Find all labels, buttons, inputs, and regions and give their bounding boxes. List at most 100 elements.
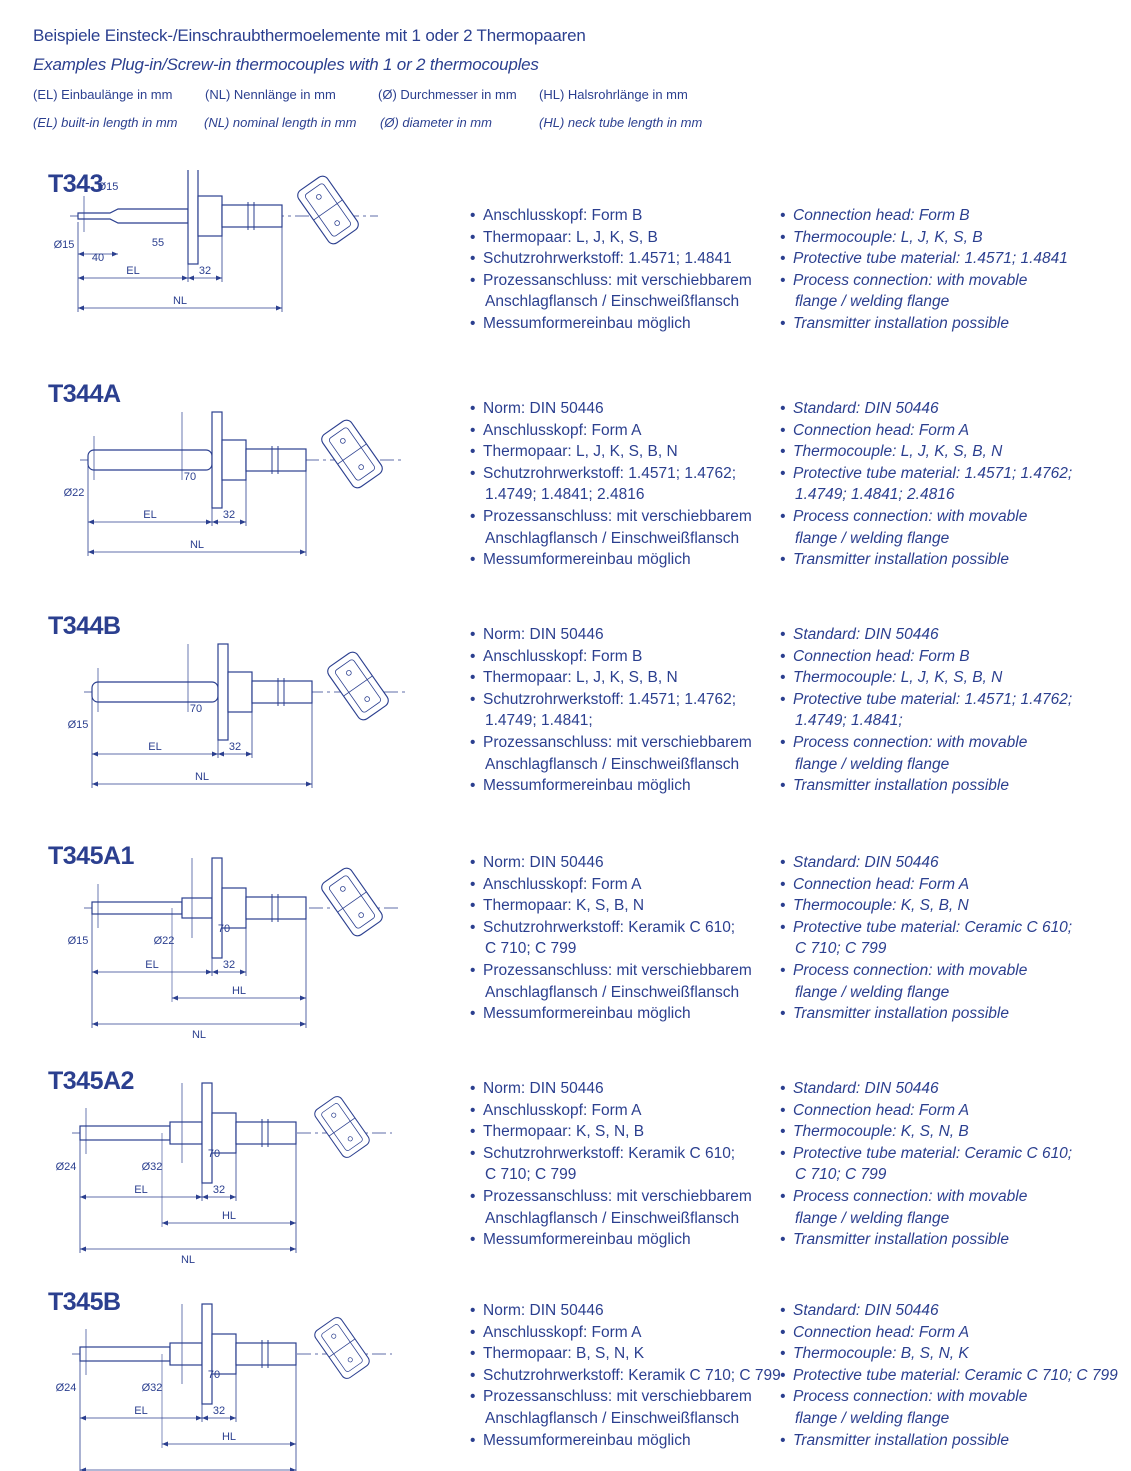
spec-item: Standard: DIN 50446 — [780, 624, 1072, 646]
spec-item: Messumformereinbau möglich — [470, 313, 752, 335]
spec-item: Messumformereinbau möglich — [470, 549, 752, 571]
spec-item: Messumformereinbau möglich — [470, 1003, 752, 1025]
spec-item: Norm: DIN 50446 — [470, 624, 752, 646]
spec-item: Messumformereinbau möglich — [470, 1430, 781, 1452]
spec-item: Anschlusskopf: Form A — [470, 1100, 752, 1122]
spec-item: Norm: DIN 50446 — [470, 1078, 752, 1100]
spec-item: Anschlusskopf: Form A — [470, 420, 752, 442]
spec-item: Transmitter installation possible — [780, 313, 1068, 335]
product-code: T345B — [48, 1288, 121, 1316]
title-english: Examples Plug-in/Screw-in thermocouples … — [33, 55, 539, 74]
spec-item: Thermocouple: B, S, N, K — [780, 1343, 1118, 1365]
spec-item: Protective tube material: 1.4571; 1.4762… — [780, 463, 1072, 506]
spec-item: Thermopaar: B, S, N, K — [470, 1343, 781, 1365]
spec-item: Messumformereinbau möglich — [470, 775, 752, 797]
dim-diameter-label: Ø15 — [68, 719, 89, 731]
dim-nl-label: NL — [173, 295, 187, 307]
dim-70-label: 70 — [218, 923, 230, 935]
spec-list-german: Norm: DIN 50446Anschlusskopf: Form ATher… — [470, 852, 752, 1025]
spec-item: Anschlusskopf: Form A — [470, 1322, 781, 1344]
spec-item: Thermopaar: L, J, K, S, B, N — [470, 667, 752, 689]
spec-list-english: Standard: DIN 50446Connection head: Form… — [780, 624, 1072, 797]
spec-item: Connection head: Form B — [780, 205, 1068, 227]
dim-40-label: 40 — [92, 252, 104, 264]
dim-70-label: 70 — [184, 471, 196, 483]
dim-32-label: 32 — [199, 265, 211, 277]
spec-item: Thermocouple: L, J, K, S, B, N — [780, 441, 1072, 463]
legend-diameter: (Ø) Durchmesser in mm — [378, 87, 517, 102]
spec-item: Thermopaar: L, J, K, S, B, N — [470, 441, 752, 463]
spec-item: Prozessanschluss: mit verschiebbaremAnsc… — [470, 1386, 781, 1429]
dim-hl-label: HL — [222, 1210, 236, 1222]
product-code: T344B — [48, 612, 121, 640]
dim-nl-label: NL — [190, 539, 204, 551]
dim-70-label: 70 — [208, 1148, 220, 1160]
dim-diameter-label: Ø22 — [64, 487, 85, 499]
connection-head-icon — [327, 651, 389, 721]
dim-diameter-label: Ø22 — [154, 935, 175, 947]
dim-hl-label: HL — [222, 1431, 236, 1443]
product-code: T344A — [48, 380, 121, 408]
dim-el-label: EL — [148, 741, 161, 753]
legend-el: (EL) built-in length in mm — [33, 115, 178, 130]
dim-nl-label: NL — [195, 771, 209, 783]
dim-nl-label: NL — [181, 1254, 195, 1266]
legend-nl: (NL) Nennlänge in mm — [205, 87, 336, 102]
spec-item: Prozessanschluss: mit verschiebbaremAnsc… — [470, 960, 752, 1003]
spec-item: Protective tube material: 1.4571; 1.4841 — [780, 248, 1068, 270]
dim-el-label: EL — [126, 265, 139, 277]
dim-diameter-label: Ø15 — [98, 181, 119, 193]
spec-item: Connection head: Form A — [780, 1322, 1118, 1344]
dim-32-label: 32 — [223, 959, 235, 971]
dim-el-label: EL — [134, 1184, 147, 1196]
dim-32-label: 32 — [229, 741, 241, 753]
spec-item: Transmitter installation possible — [780, 1430, 1118, 1452]
spec-item: Schutzrohrwerkstoff: Keramik C 710; C 79… — [470, 1365, 781, 1387]
spec-item: Protective tube material: Ceramic C 710;… — [780, 1365, 1118, 1387]
dim-nl-label: NL — [192, 1029, 206, 1041]
dim-el-label: EL — [134, 1405, 147, 1417]
spec-item: Prozessanschluss: mit verschiebbaremAnsc… — [470, 506, 752, 549]
dim-el-label: EL — [143, 509, 156, 521]
spec-item: Norm: DIN 50446 — [470, 852, 752, 874]
spec-item: Schutzrohrwerkstoff: 1.4571; 1.4841 — [470, 248, 752, 270]
spec-item: Thermocouple: K, S, N, B — [780, 1121, 1072, 1143]
spec-item: Prozessanschluss: mit verschiebbaremAnsc… — [470, 270, 752, 313]
spec-item: Connection head: Form B — [780, 646, 1072, 668]
connection-head-icon — [321, 867, 383, 937]
spec-item: Norm: DIN 50446 — [470, 398, 752, 420]
title-german: Beispiele Einsteck-/Einschraubthermoelem… — [33, 26, 586, 45]
legend-hl: (HL) Halsrohrlänge in mm — [539, 87, 688, 102]
spec-item: Thermocouple: L, J, K, S, B, N — [780, 667, 1072, 689]
dim-diameter-label: Ø24 — [56, 1161, 77, 1173]
spec-list-german: Anschlusskopf: Form BThermopaar: L, J, K… — [470, 205, 752, 335]
spec-item: Protective tube material: Ceramic C 610;… — [780, 917, 1072, 960]
dim-32-label: 32 — [213, 1405, 225, 1417]
connection-head-icon — [297, 175, 359, 245]
spec-item: Standard: DIN 50446 — [780, 398, 1072, 420]
spec-item: Thermocouple: K, S, B, N — [780, 895, 1072, 917]
spec-list-german: Norm: DIN 50446Anschlusskopf: Form ATher… — [470, 1078, 752, 1251]
dim-32-label: 32 — [213, 1184, 225, 1196]
spec-item: Schutzrohrwerkstoff: 1.4571; 1.4762;1.47… — [470, 463, 752, 506]
spec-item: Thermopaar: L, J, K, S, B — [470, 227, 752, 249]
connection-head-icon — [321, 419, 383, 489]
spec-item: Connection head: Form A — [780, 420, 1072, 442]
legend-el: (EL) Einbaulänge in mm — [33, 87, 173, 102]
spec-item: Thermopaar: K, S, B, N — [470, 895, 752, 917]
spec-list-english: Standard: DIN 50446Connection head: Form… — [780, 398, 1072, 571]
spec-list-english: Standard: DIN 50446Connection head: Form… — [780, 1300, 1118, 1451]
spec-item: Protective tube material: 1.4571; 1.4762… — [780, 689, 1072, 732]
spec-list-english: Connection head: Form BThermocouple: L, … — [780, 205, 1068, 335]
connection-head-icon — [314, 1317, 370, 1379]
spec-item: Thermopaar: K, S, N, B — [470, 1121, 752, 1143]
